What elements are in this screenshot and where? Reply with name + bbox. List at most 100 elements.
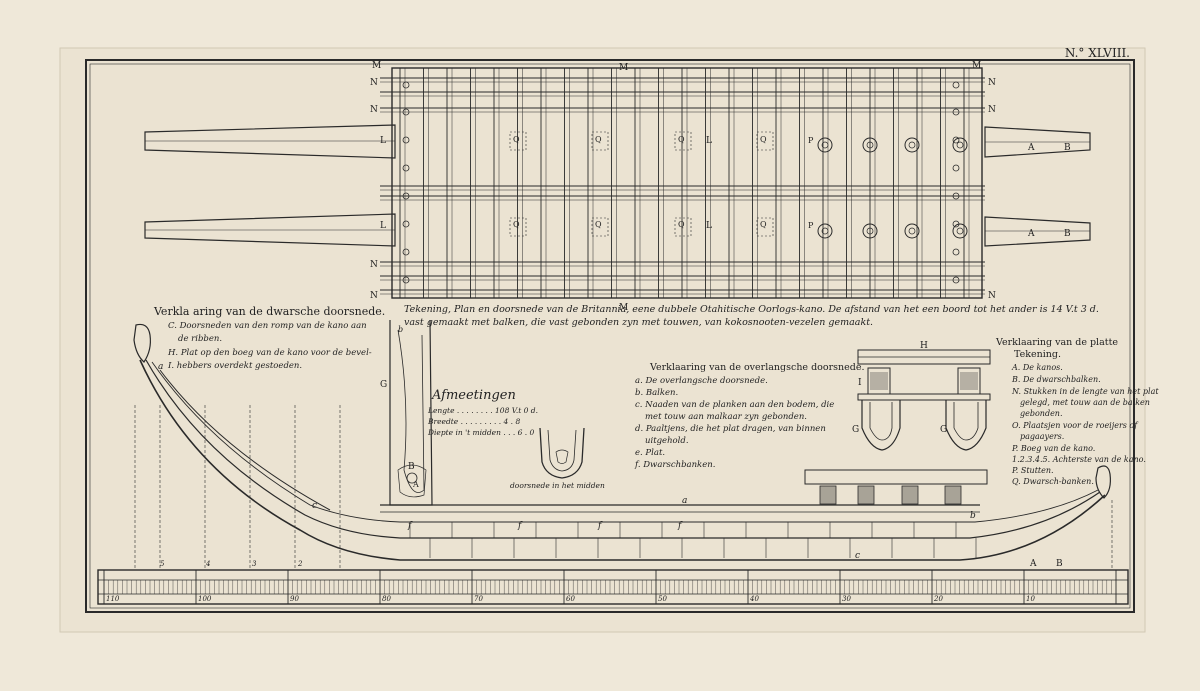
legend-item: d. Paaltjens, die het plat dragen, van b… — [635, 424, 826, 434]
plan-label-m: M — [619, 63, 628, 73]
upper-canoe-hull — [144, 124, 1091, 159]
bow-ring — [952, 137, 968, 153]
bow-ring — [862, 223, 878, 239]
measurement-row: Breedte . . . . . . . . . 4 . 8 — [427, 417, 520, 426]
plan-label-b: B — [1064, 229, 1071, 239]
bow-ring-inner — [821, 141, 829, 149]
seat-circle — [402, 108, 410, 116]
platform-detail: H I G G — [852, 341, 991, 451]
plan-label-n: N — [370, 78, 378, 88]
legend-item: b. Balken. — [635, 388, 678, 398]
legend-title: Verklaaring van de platte — [995, 337, 1118, 348]
plan-label-l: L — [706, 136, 712, 146]
plan-label-q: Q — [513, 220, 520, 229]
seat-circle — [402, 220, 410, 228]
midship-caption: doorsnede in het midden — [510, 481, 605, 490]
label-i: I — [858, 378, 862, 388]
bow-ring-inner — [956, 141, 964, 149]
bow-ring-inner — [908, 141, 916, 149]
legend-item: C. Doorsneden van den romp van de kano a… — [168, 321, 367, 331]
bench-box — [509, 131, 527, 151]
seat-circle — [402, 276, 410, 284]
label-b: b — [398, 325, 403, 334]
bench-box — [756, 217, 774, 237]
bow-ring — [904, 137, 920, 153]
legend-item: Q. Dwarsch-banken. — [1012, 477, 1094, 486]
label-c: c — [855, 551, 860, 561]
seat-circle — [402, 136, 410, 144]
scale-low-label: 3 — [252, 560, 257, 568]
seat-circle — [402, 164, 410, 172]
seat-circle — [402, 192, 410, 200]
bow-ring — [817, 223, 833, 239]
bench-box — [591, 131, 609, 151]
plan-label-b: B — [1064, 143, 1071, 153]
legend-item: P. Stutten. — [1011, 466, 1054, 475]
inner-border — [89, 63, 1131, 609]
plan-label-n: N — [370, 260, 378, 270]
plan-label-a: A — [1027, 143, 1035, 153]
plate-number: N.° XLVIII. — [1065, 46, 1130, 60]
label-f: f — [597, 521, 603, 531]
legend-item: 1.2.3.4.5. Achterste van de kano. — [1012, 455, 1146, 464]
seat-circle — [952, 276, 960, 284]
legend-item: O. Plaatsjen voor de roeijers of — [1012, 421, 1139, 430]
seat-circle — [952, 164, 960, 172]
plan-caption: Tekening, Plan en doorsnede van de Brita… — [404, 304, 1099, 315]
scale-label: 50 — [658, 595, 667, 603]
measurement-row: Diepte in 't midden . . . 6 . 0 — [427, 428, 535, 437]
seat-circle — [402, 248, 410, 256]
plan-label-m: M — [972, 61, 981, 71]
plank-seams — [409, 522, 977, 558]
scale-label: 10 — [1026, 595, 1035, 603]
paddler-seats — [402, 81, 968, 284]
cross-section-legend: Verkla aring van de dwarsche doorsnede. … — [153, 305, 385, 371]
legend-title-line2: Tekening. — [1014, 349, 1061, 360]
support-stays — [134, 405, 1113, 568]
legend-title: Verklaaring van de overlangsche doorsned… — [649, 362, 864, 373]
plan-view: M M M N N N N N N N M L L L L Q Q Q Q Q … — [144, 61, 1091, 313]
seat-circle — [952, 136, 960, 144]
plan-label-n: N — [370, 105, 378, 115]
legend-item: gebonden. — [1020, 409, 1063, 418]
outer-border — [85, 59, 1135, 613]
bench-box — [591, 217, 609, 237]
legend-title: Verkla aring van de dwarsche doorsnede. — [153, 305, 385, 318]
plan-label-p: P — [808, 136, 814, 145]
bench-box — [509, 217, 527, 237]
plan-label-q: Q — [513, 135, 520, 144]
plan-label-q: Q — [595, 220, 602, 229]
crossbeams — [399, 68, 970, 298]
scale-label: 30 — [842, 595, 851, 603]
scale-label: 100 — [198, 595, 212, 603]
plan-legend: Verklaaring van de platte Tekening. A. D… — [995, 337, 1159, 486]
label-b: B — [408, 462, 415, 472]
platform-post — [819, 485, 837, 505]
long-section-legend: Verklaaring van de overlangsche doorsned… — [634, 362, 864, 470]
label-c: c — [312, 501, 317, 511]
scale-label: 20 — [933, 595, 943, 603]
bow-ring — [862, 137, 878, 153]
legend-item: N. Stukken in de lengte van het plat — [1011, 387, 1159, 396]
plan-label-p: P — [808, 221, 814, 230]
plan-label-l: L — [706, 221, 712, 231]
legend-item: B. De dwarschbalken. — [1011, 375, 1101, 384]
bench-box — [756, 131, 774, 151]
scale-label: 90 — [290, 595, 299, 603]
plan-label-l: L — [380, 136, 386, 146]
legend-item: pagaayers. — [1020, 432, 1064, 441]
plan-label-q: Q — [678, 135, 685, 144]
plan-label-n: N — [370, 291, 378, 301]
canoe-profile: a a c c f f f f b A B — [133, 323, 1113, 569]
label-a: a — [682, 496, 687, 506]
legend-item: uitgehold. — [645, 436, 689, 446]
legend-item: I. hebbers overdekt gestoeden. — [167, 361, 302, 371]
scale-low-label: 2 — [297, 560, 303, 568]
legend-item: f. Dwarschbanken. — [634, 460, 715, 470]
measurements-title: Afmeetingen — [431, 388, 516, 403]
legend-item: gelegd, met touw aan de balken — [1020, 398, 1150, 407]
plan-label-q: Q — [760, 135, 767, 144]
